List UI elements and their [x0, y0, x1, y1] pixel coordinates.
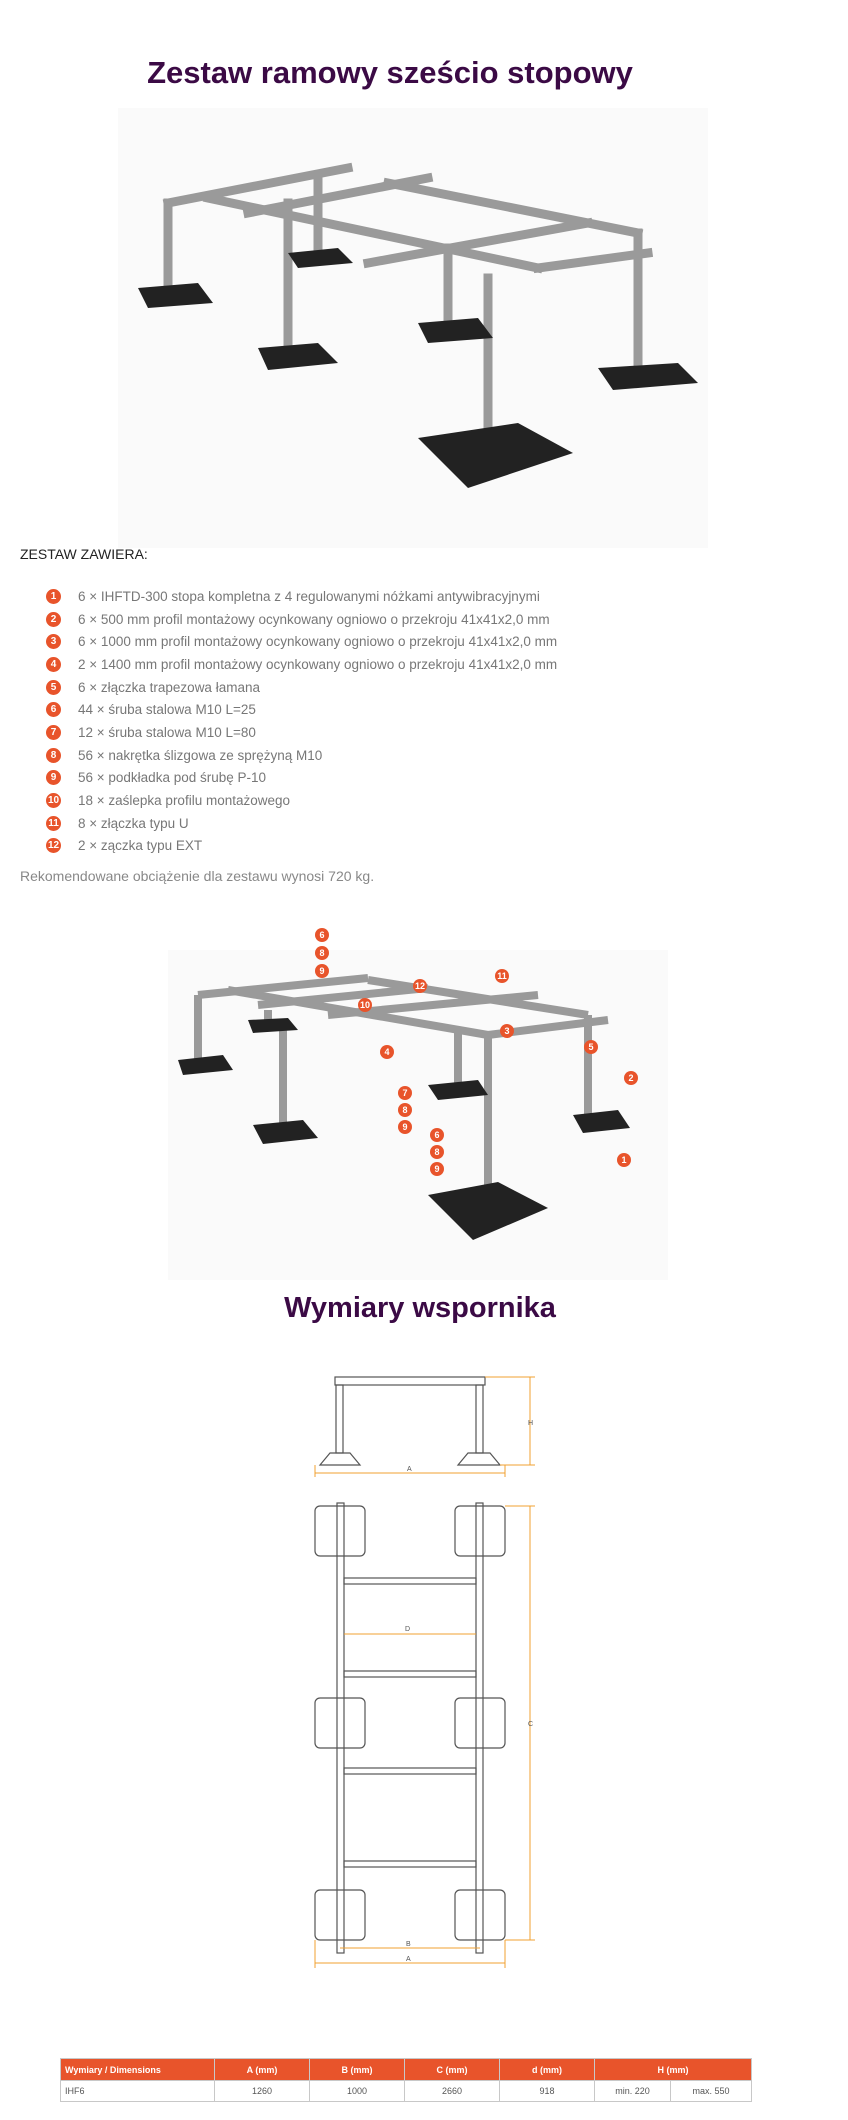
dim-label-a-bottom: A: [406, 1956, 411, 1963]
table-header-row: Wymiary / Dimensions A (mm) B (mm) C (mm…: [60, 2058, 752, 2081]
item-text: 8 × złączka typu U: [78, 815, 189, 831]
callout-marker: 9: [430, 1162, 444, 1176]
list-item: 5 6 × złączka trapezowa łamana: [46, 676, 557, 699]
table-cell: 918: [499, 2080, 595, 2102]
item-number-badge: 1: [46, 588, 61, 604]
list-item: 7 12 × śruba stalowa M10 L=80: [46, 721, 557, 744]
page-title: Zestaw ramowy sześcio stopowy: [147, 55, 633, 90]
list-item: 3 6 × 1000 mm profil montażowy ocynkowany…: [46, 630, 557, 653]
list-item: 1 6 × IHFTD-300 stopa kompletna z 4 regul…: [46, 585, 557, 608]
table-cell: min. 220: [594, 2080, 671, 2102]
callout-marker: 8: [430, 1145, 444, 1159]
table-cell: max. 550: [669, 2080, 753, 2102]
dim-label-c: C: [528, 1721, 533, 1728]
list-item: 9 56 × podkładka pod śrubę P-10: [46, 767, 557, 790]
item-text: 56 × podkładka pod śrubę P-10: [78, 770, 267, 786]
item-number-badge: 10: [46, 793, 61, 809]
item-number-badge: 2: [46, 611, 61, 627]
item-number-badge: 9: [46, 770, 61, 786]
dim-label-d: D: [405, 1626, 410, 1633]
side-view-drawing: H A: [314, 1376, 535, 1477]
callout-marker: 5: [584, 1040, 598, 1054]
item-number-badge: 4: [46, 656, 61, 672]
callout-marker: 12: [413, 979, 427, 993]
dimensions-table: Wymiary / Dimensions A (mm) B (mm) C (mm…: [60, 2058, 753, 2102]
callout-marker: 4: [380, 1045, 394, 1059]
contents-list: 1 6 × IHFTD-300 stopa kompletna z 4 regul…: [46, 585, 557, 857]
contents-heading: ZESTAW ZAWIERA:: [20, 546, 148, 562]
item-text: 56 × nakrętka ślizgowa ze sprężyną M10: [78, 747, 323, 763]
callout-marker: 1: [617, 1153, 631, 1167]
item-number-badge: 7: [46, 724, 61, 740]
item-text: 6 × IHFTD-300 stopa kompletna z 4 regulo…: [78, 588, 540, 604]
item-text: 12 × śruba stalowa M10 L=80: [78, 724, 256, 740]
list-item: 10 18 × zaślepka profilu montażowego: [46, 789, 557, 812]
dim-label-a: A: [407, 1466, 412, 1473]
item-number-badge: 5: [46, 679, 61, 695]
callout-marker: 8: [398, 1103, 412, 1117]
item-number-badge: 11: [46, 815, 61, 831]
list-item: 11 8 × złączka typu U: [46, 812, 557, 835]
item-text: 18 × zaślepka profilu montażowego: [78, 793, 291, 809]
list-item: 12 2 × zączka typu EXT: [46, 835, 557, 858]
recommended-load-text: Rekomendowane obciążenie dla zestawu wyn…: [20, 868, 375, 884]
callout-marker: 6: [315, 928, 329, 942]
callout-marker: 9: [398, 1120, 412, 1134]
list-item: 2 6 × 500 mm profil montażowy ocynkowany …: [46, 608, 557, 631]
table-cell: 1260: [214, 2080, 310, 2102]
table-header: Wymiary / Dimensions: [60, 2058, 215, 2081]
table-header: C (mm): [404, 2058, 500, 2081]
callout-marker: 2: [624, 1071, 638, 1085]
callout-marker: 8: [315, 946, 329, 960]
top-view-drawing: D C B A: [314, 1502, 535, 1968]
table-header: A (mm): [214, 2058, 310, 2081]
callout-marker: 10: [358, 998, 372, 1012]
item-text: 2 × zączka typu EXT: [78, 838, 203, 854]
item-text: 6 × 500 mm profil montażowy ocynkowany o…: [78, 611, 550, 627]
table-cell: 1000: [309, 2080, 405, 2102]
table-cell: 2660: [404, 2080, 500, 2102]
table-header: B (mm): [309, 2058, 405, 2081]
list-item: 8 56 × nakrętka ślizgowa ze sprężyną M10: [46, 744, 557, 767]
callout-marker: 3: [500, 1024, 514, 1038]
callout-marker: 6: [430, 1128, 444, 1142]
item-text: 2 × 1400 mm profil montażowy ocynkowany …: [78, 656, 558, 672]
product-photo-frame: [118, 108, 708, 548]
item-text: 6 × 1000 mm profil montażowy ocynkowany …: [78, 634, 558, 650]
dim-label-h: H: [528, 1420, 533, 1427]
table-header: H (mm): [594, 2058, 752, 2081]
item-number-badge: 6: [46, 702, 61, 718]
item-number-badge: 8: [46, 747, 61, 763]
list-item: 6 44 × śruba stalowa M10 L=25: [46, 698, 557, 721]
table-cell: IHF6: [60, 2080, 215, 2102]
callout-marker: 7: [398, 1086, 412, 1100]
dim-label-b: B: [406, 1941, 411, 1948]
list-item: 4 2 × 1400 mm profil montażowy ocynkowany…: [46, 653, 557, 676]
table-header: d (mm): [499, 2058, 595, 2081]
dimensions-title: Wymiary wspornika: [284, 1292, 556, 1324]
callout-marker: 9: [315, 964, 329, 978]
callout-marker: 11: [495, 969, 509, 983]
item-text: 6 × złączka trapezowa łamana: [78, 679, 260, 695]
annotated-photo-frame: [168, 950, 668, 1280]
item-number-badge: 3: [46, 634, 61, 650]
table-row: IHF6 1260 1000 2660 918 min. 220 max. 55…: [60, 2080, 753, 2102]
item-number-badge: 12: [46, 838, 61, 854]
item-text: 44 × śruba stalowa M10 L=25: [78, 702, 256, 718]
